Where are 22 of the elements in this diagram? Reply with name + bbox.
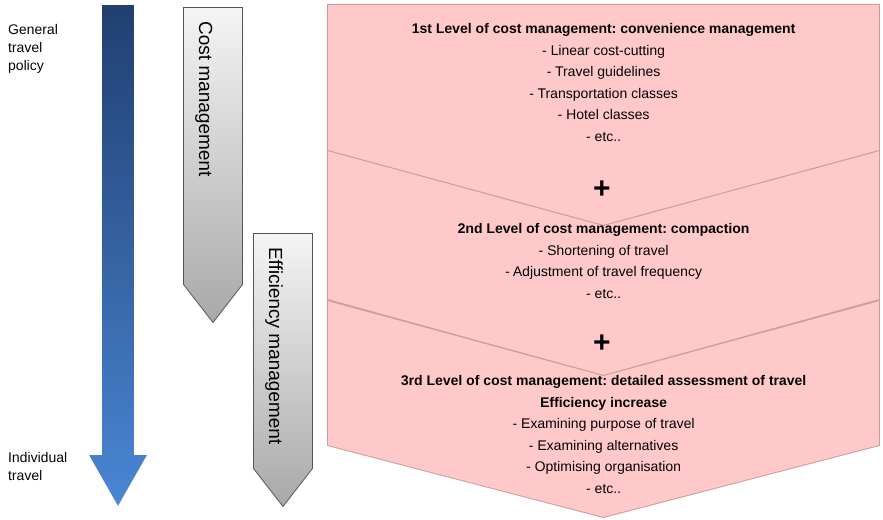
level-heading: 2nd Level of cost management: compaction	[456, 219, 750, 238]
list-item: - Hotel classes	[556, 105, 650, 124]
list-item: - etc..	[584, 478, 622, 498]
list-item: - Adjustment of travel frequency	[504, 262, 703, 281]
banner-title: Efficiency management	[263, 247, 285, 444]
list-item: - etc..	[584, 284, 622, 302]
list-item: - Transportation classes	[528, 84, 679, 103]
level-heading: 3rd Level of cost management: detailed assessment of travel	[400, 371, 808, 390]
plus-sign: +	[593, 326, 612, 360]
banner-title: Cost management	[193, 21, 215, 176]
list-item: - Travel guidelines	[546, 62, 662, 81]
list-item: - Examining purpose of travel	[511, 414, 696, 433]
level-heading: Efficiency increase	[539, 392, 668, 412]
list-item: - etc..	[584, 126, 622, 146]
list-item: - Examining alternatives	[528, 436, 680, 455]
plus-sign: +	[593, 172, 612, 206]
list-item: - Shortening of travel	[538, 240, 670, 260]
list-item: - Optimising organisation	[525, 457, 682, 476]
scale-label: Individual travel	[8, 448, 68, 484]
list-item: - Linear cost-cutting	[541, 40, 666, 60]
scale-label: General travel policy	[8, 20, 59, 74]
level-heading: 1st Level of cost management: convenience management	[410, 19, 796, 38]
